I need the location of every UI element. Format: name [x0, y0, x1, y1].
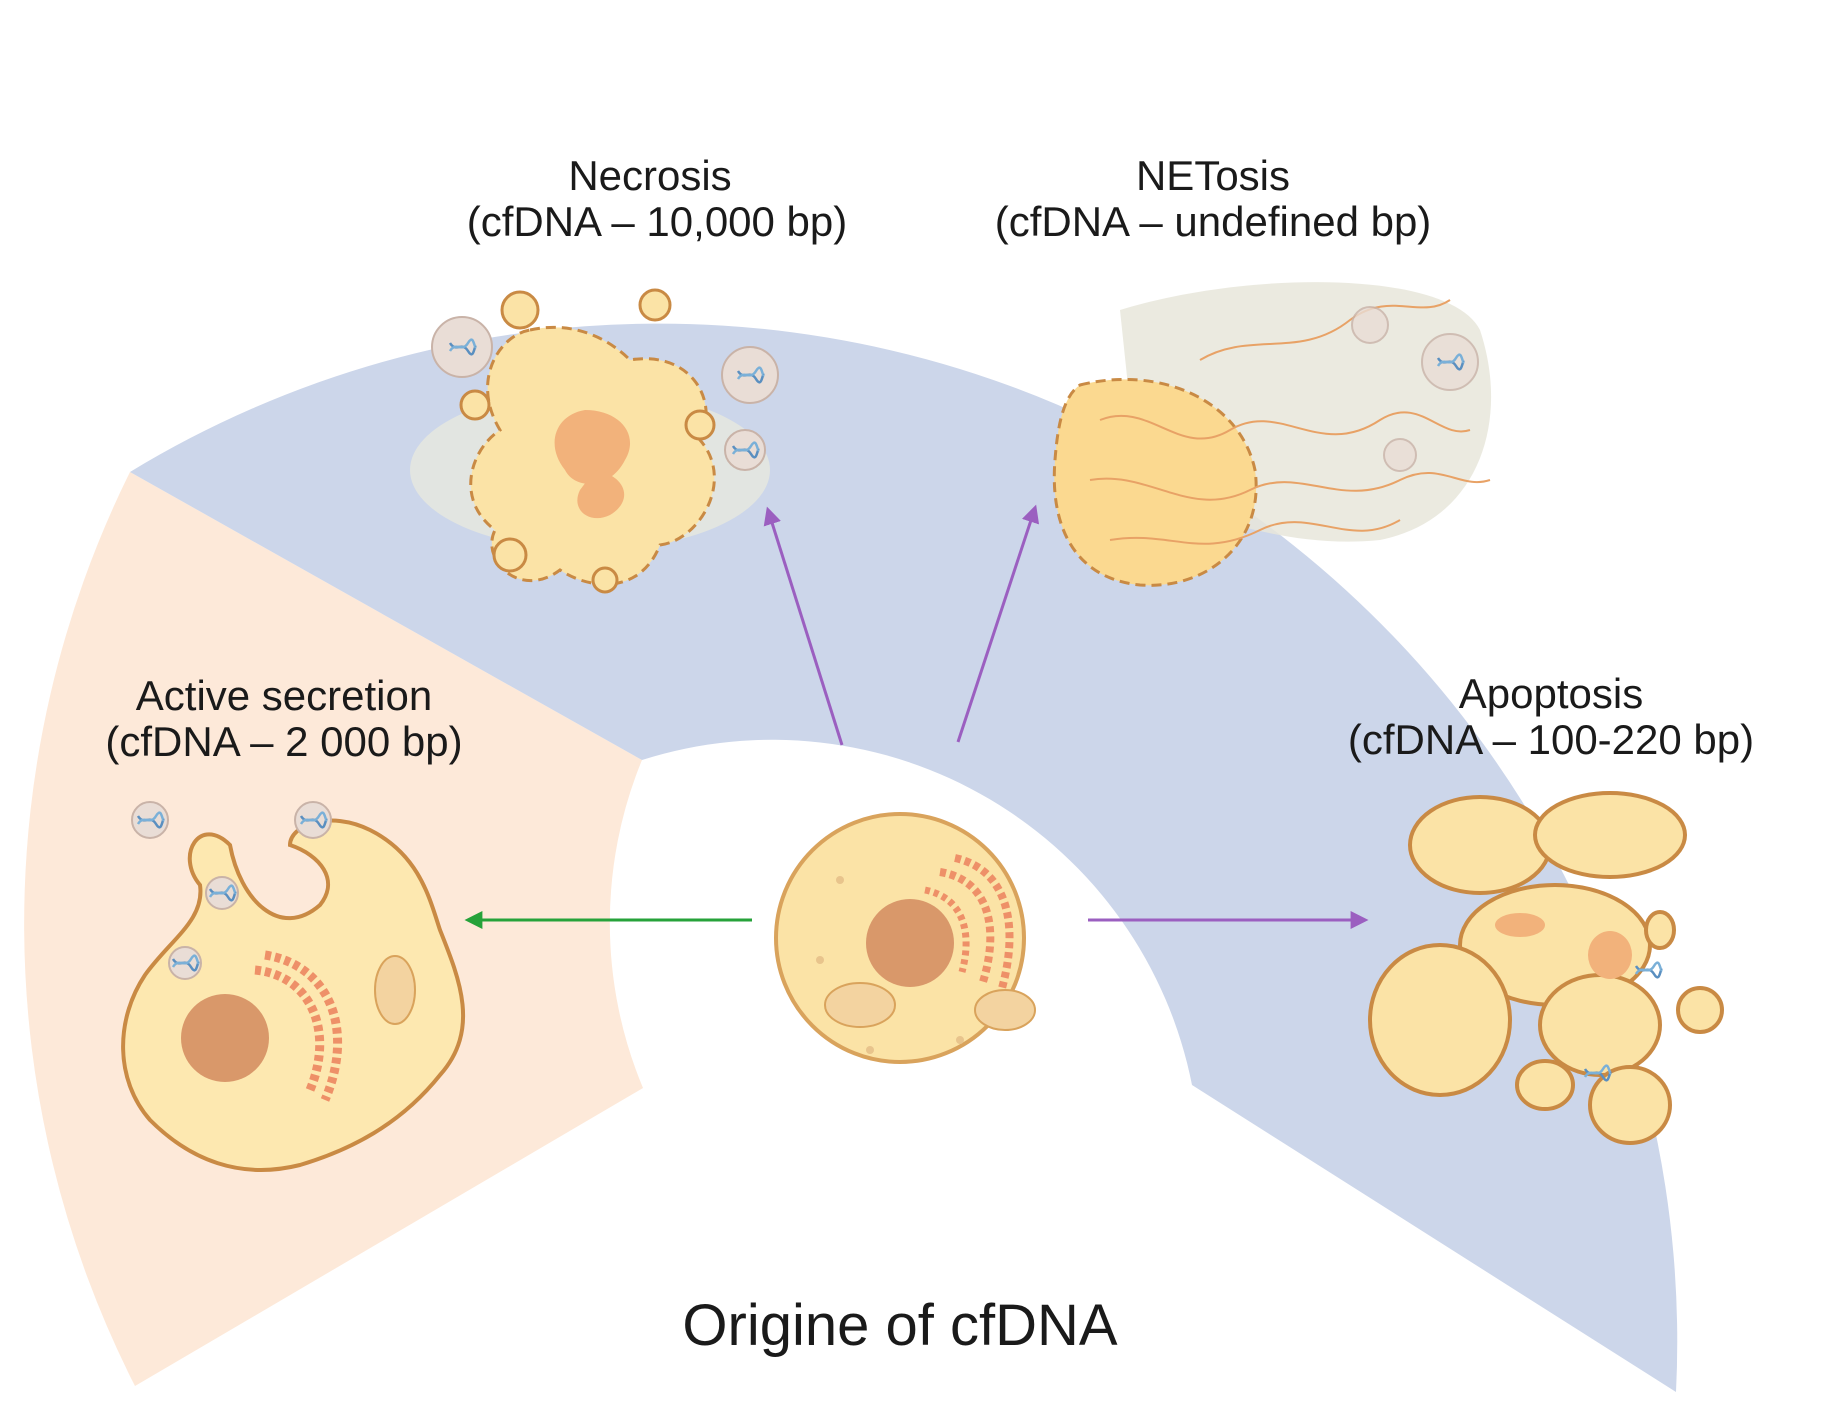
netosis-cell-icon: [1052, 282, 1492, 587]
netosis-detail: (cfDNA – undefined bp): [995, 198, 1432, 245]
diagram-title: Origine of cfDNA: [682, 1293, 1117, 1358]
secreting-cell-icon: [121, 801, 465, 1172]
necrosis-name: Necrosis: [568, 152, 731, 199]
apoptotic-bodies-icon: [1368, 791, 1724, 1145]
netosis-label: NETosis (cfDNA – undefined bp): [995, 152, 1432, 245]
active-secretion-name: Active secretion: [136, 672, 432, 719]
necrosis-label: Necrosis (cfDNA – 10,000 bp): [467, 152, 848, 245]
apoptosis-detail: (cfDNA – 100-220 bp): [1348, 716, 1754, 763]
apoptosis-name: Apoptosis: [1459, 670, 1643, 717]
active-secretion-label: Active secretion (cfDNA – 2 000 bp): [105, 672, 462, 765]
necrotic-cell-icon: [410, 288, 779, 594]
netosis-name: NETosis: [1136, 152, 1290, 199]
arrow-to-netosis: [956, 504, 1040, 743]
cell-death-sector: [130, 323, 1678, 1393]
necrosis-detail: (cfDNA – 10,000 bp): [467, 198, 848, 245]
active-secretion-detail: (cfDNA – 2 000 bp): [105, 718, 462, 765]
healthy-cell-icon: [774, 812, 1036, 1064]
apoptosis-label: Apoptosis (cfDNA – 100-220 bp): [1348, 670, 1754, 763]
arrow-to-necrosis: [763, 506, 844, 746]
